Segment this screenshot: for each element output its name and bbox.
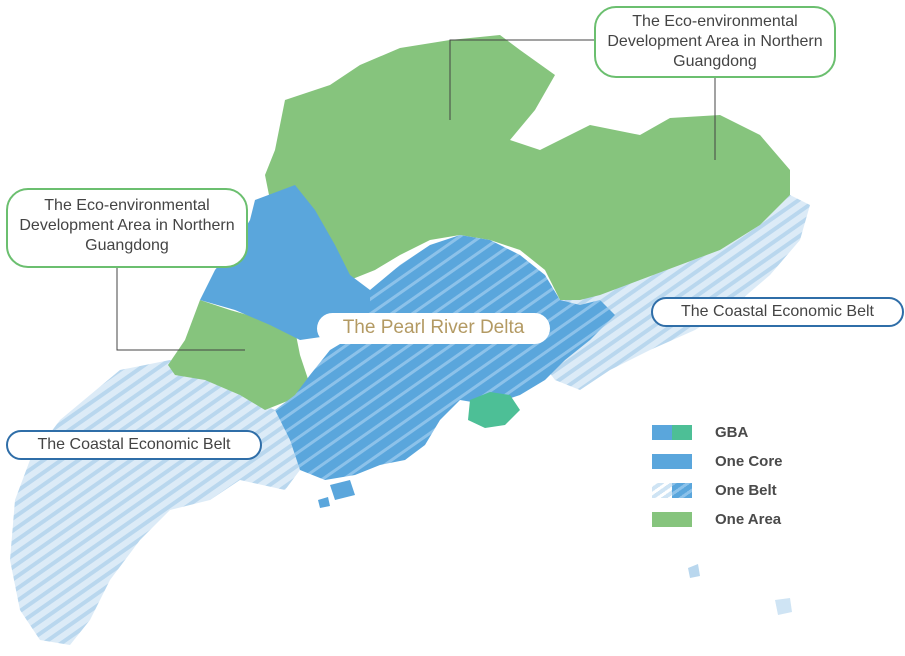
hong-kong-region (468, 392, 520, 428)
leader-line-north-top (449, 39, 596, 120)
legend-label-one-belt: One Belt (715, 482, 777, 499)
legend-label-gba: GBA (715, 424, 749, 441)
callout-north-top: The Eco-environmental Development Area i… (594, 6, 836, 78)
one-area-swatch (652, 512, 692, 527)
callout-north-left: The Eco-environmental Development Area i… (6, 188, 248, 268)
legend-item-one-core: One Core (652, 447, 783, 476)
callout-north-left-text: The Eco-environmental Development Area i… (19, 197, 235, 254)
callout-coast-west: The Coastal Economic Belt (6, 430, 262, 460)
prd-island-1 (330, 480, 355, 500)
one-belt-swatch (652, 483, 692, 498)
legend-item-gba: GBA (652, 418, 783, 447)
callout-north-top-text: The Eco-environmental Development Area i… (607, 13, 823, 70)
prd-core-east-region (275, 235, 615, 480)
legend-label-one-area: One Area (715, 511, 782, 528)
callout-coast-east: The Coastal Economic Belt (651, 297, 904, 327)
offshore-island-2 (775, 598, 792, 615)
legend-item-one-area: One Area (652, 505, 783, 534)
map-legend: GBA One Core One Belt One Area (652, 418, 783, 534)
offshore-island-1 (688, 564, 700, 578)
callout-prd-text: The Pearl River Delta (342, 317, 525, 338)
gba-swatch (652, 425, 692, 440)
northern-eco-area-region (265, 35, 790, 300)
legend-item-one-belt: One Belt (652, 476, 783, 505)
callout-coast-east-text: The Coastal Economic Belt (681, 303, 874, 320)
callout-coast-west-text: The Coastal Economic Belt (37, 436, 231, 453)
leader-line-north-left (116, 265, 245, 351)
callout-prd: The Pearl River Delta (317, 313, 550, 344)
prd-core-west-region (200, 185, 380, 340)
one-core-swatch (652, 454, 692, 469)
coastal-belt-east-region (540, 195, 810, 390)
western-eco-area-region (168, 300, 310, 410)
prd-island-2 (318, 497, 330, 508)
legend-label-one-core: One Core (715, 453, 783, 470)
